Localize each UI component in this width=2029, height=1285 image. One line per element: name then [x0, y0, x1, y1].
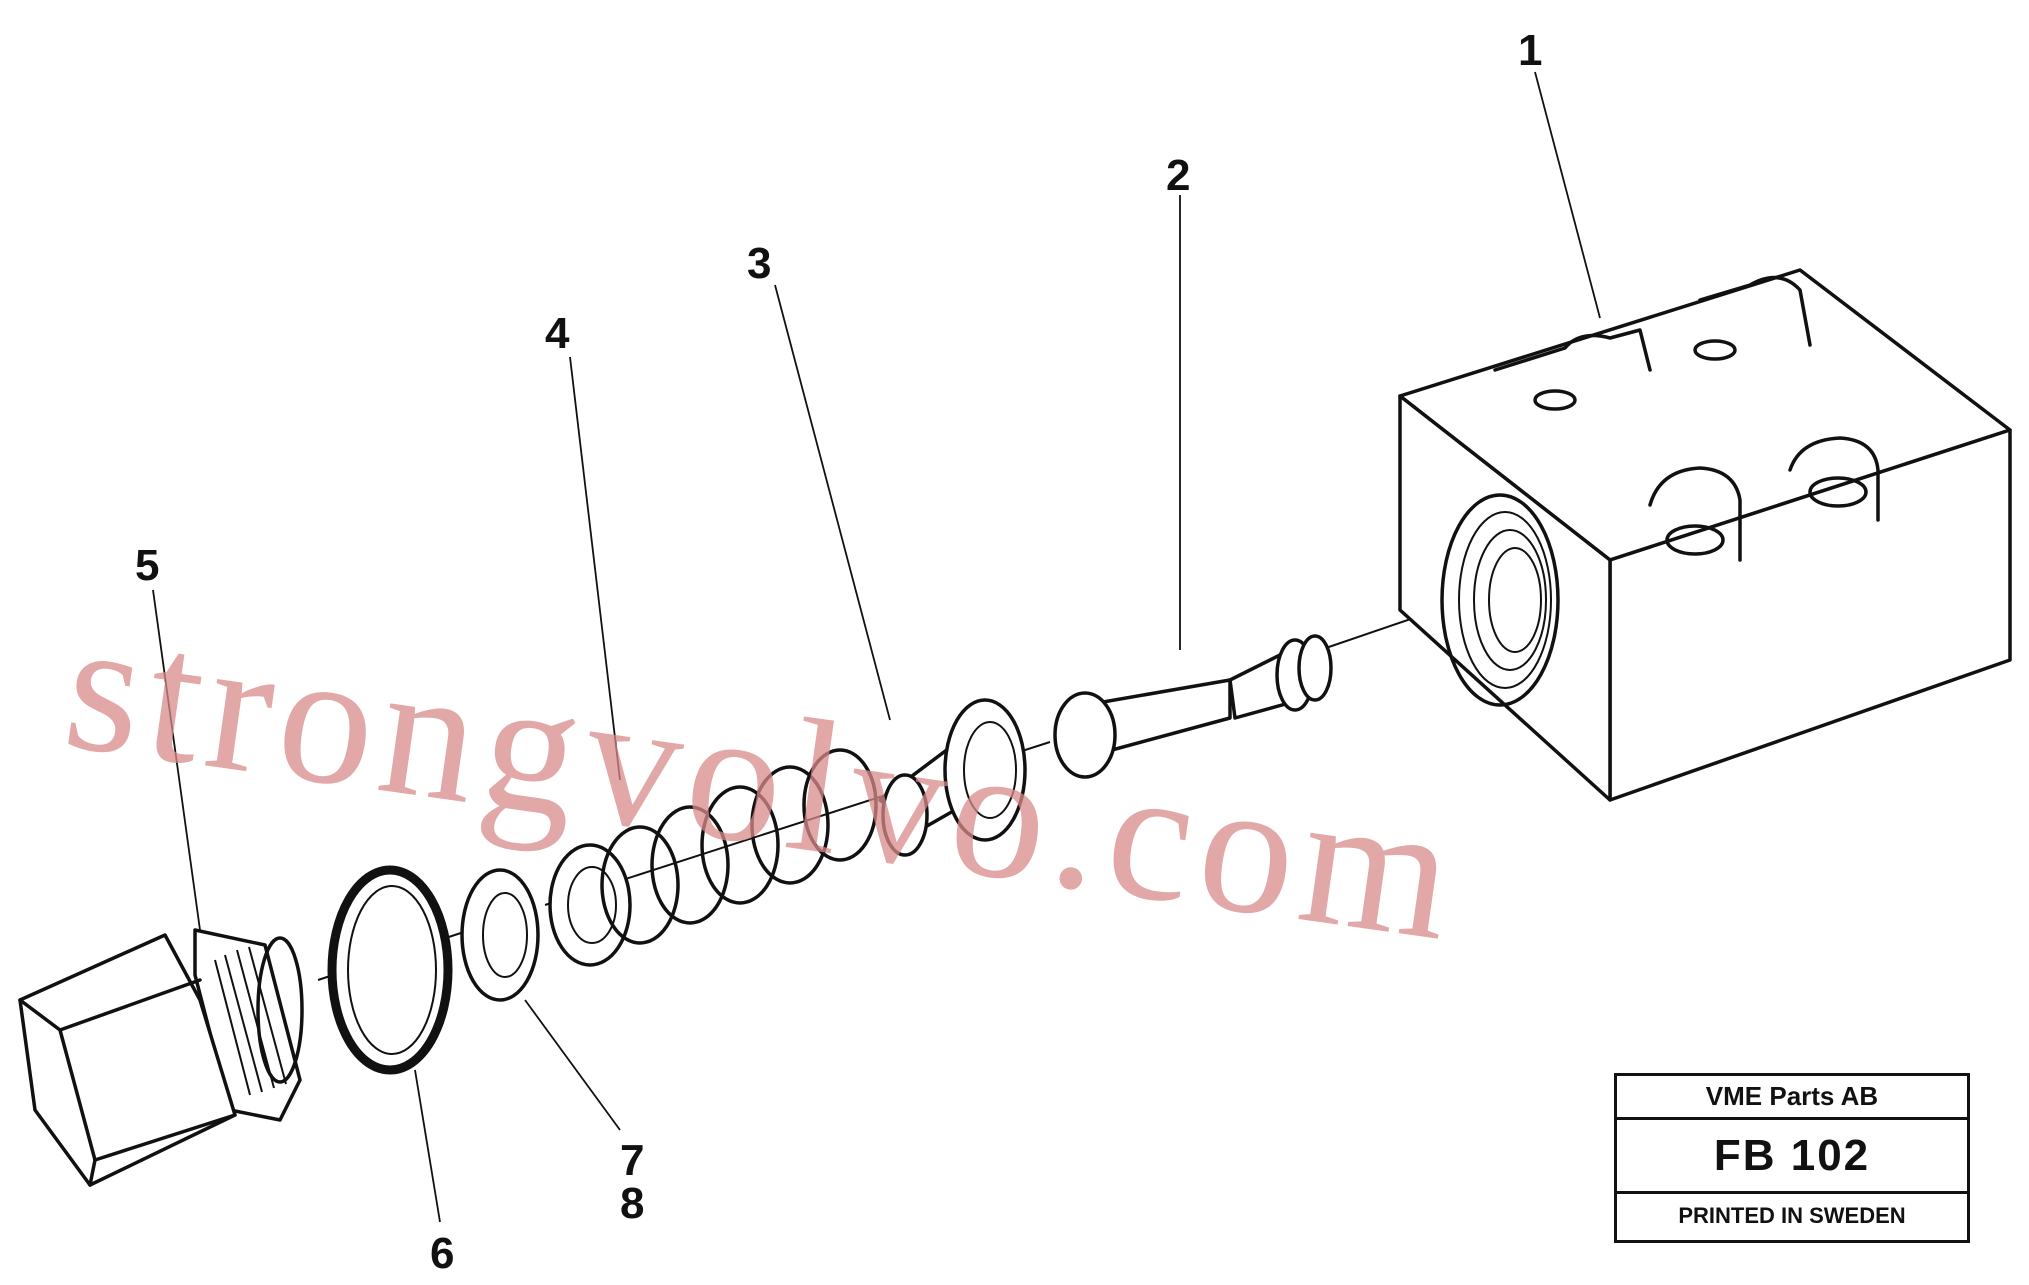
washer	[460, 868, 540, 1002]
part-4: 4	[545, 309, 570, 358]
part-3: 3	[747, 239, 771, 288]
valve-housing	[1398, 268, 2012, 802]
part-8: 8	[620, 1179, 644, 1228]
part-7: 7	[620, 1136, 644, 1185]
compression-spring	[548, 748, 878, 967]
watermark-text: strongvolvo.com	[54, 579, 1472, 982]
leader-5	[152, 589, 201, 931]
hex-plug	[18, 928, 304, 1187]
part-6: 6	[430, 1229, 454, 1278]
title-block: VME Parts AB FB 102 PRINTED IN SWEDEN	[1614, 1073, 1970, 1243]
poppet-valve	[878, 698, 1027, 857]
sealing-ring	[327, 865, 453, 1075]
title-block-company: VME Parts AB	[1617, 1076, 1967, 1120]
title-block-code: FB 102	[1617, 1120, 1967, 1194]
leader-6	[414, 1069, 441, 1223]
title-block-printed: PRINTED IN SWEDEN	[1678, 1203, 1906, 1228]
part-2: 2	[1166, 151, 1190, 200]
leader-4	[569, 356, 621, 781]
part-5: 5	[135, 541, 159, 590]
plunger-pin	[1053, 634, 1333, 779]
leader-1	[1534, 71, 1601, 319]
part-1: 1	[1518, 26, 1542, 75]
leader-3	[774, 284, 891, 721]
leader-7	[524, 999, 621, 1131]
